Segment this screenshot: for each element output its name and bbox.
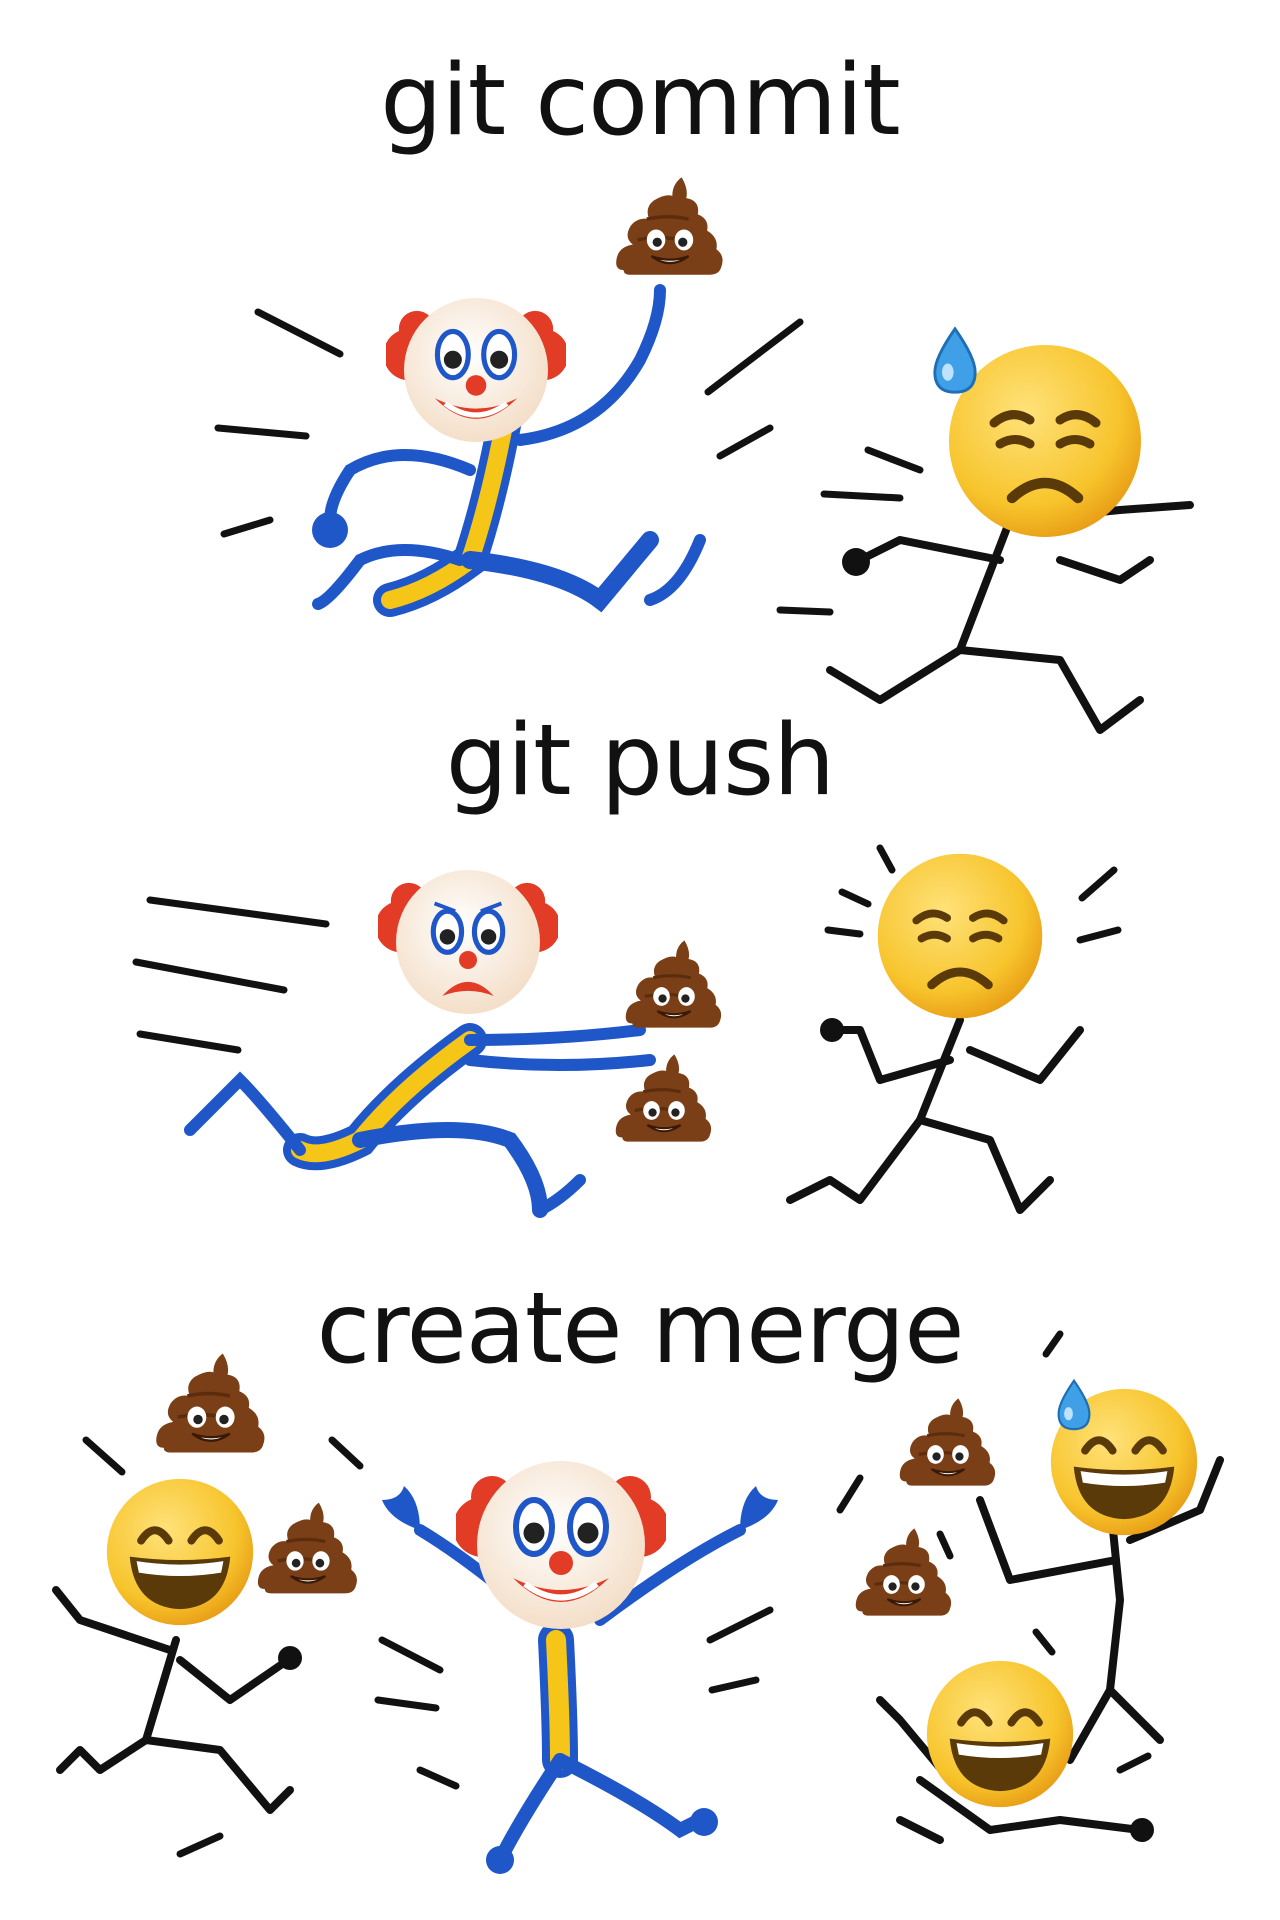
sweat-drop-icon <box>933 327 977 394</box>
happy-clown-icon <box>382 1461 778 1874</box>
panel-git-push <box>132 844 1122 1218</box>
panel-create-merge <box>52 1330 1224 1874</box>
motion-lines <box>214 308 924 616</box>
caption-create-merge: create merge <box>316 1272 964 1386</box>
panel-git-commit <box>214 175 1194 734</box>
poop-emoji-icon <box>154 1351 267 1455</box>
worried-emoji-stick-figure-icon <box>786 854 1084 1214</box>
grinning-emoji-stick-figure-icon <box>876 1661 1154 1844</box>
sweat-drop-icon <box>1057 1379 1091 1431</box>
worried-emoji-stick-figure-icon <box>826 345 1194 734</box>
poop-emoji-icon <box>898 1396 997 1488</box>
poop-emoji-icon <box>256 1501 359 1595</box>
poop-emoji-icon <box>854 1526 953 1618</box>
grinning-emoji-stick-figure-icon <box>976 1389 1224 1764</box>
poop-emoji-icon <box>614 175 725 277</box>
motion-lines <box>132 844 1122 1054</box>
motion-lines <box>82 1330 1152 1858</box>
clown-runner-icon <box>312 284 706 617</box>
sad-clown-runner-icon <box>184 870 656 1218</box>
grinning-emoji-stick-figure-icon <box>52 1479 302 1814</box>
poop-emoji-icon <box>624 938 723 1030</box>
caption-git-commit: git commit <box>380 44 900 158</box>
caption-git-push: git push <box>445 704 836 818</box>
